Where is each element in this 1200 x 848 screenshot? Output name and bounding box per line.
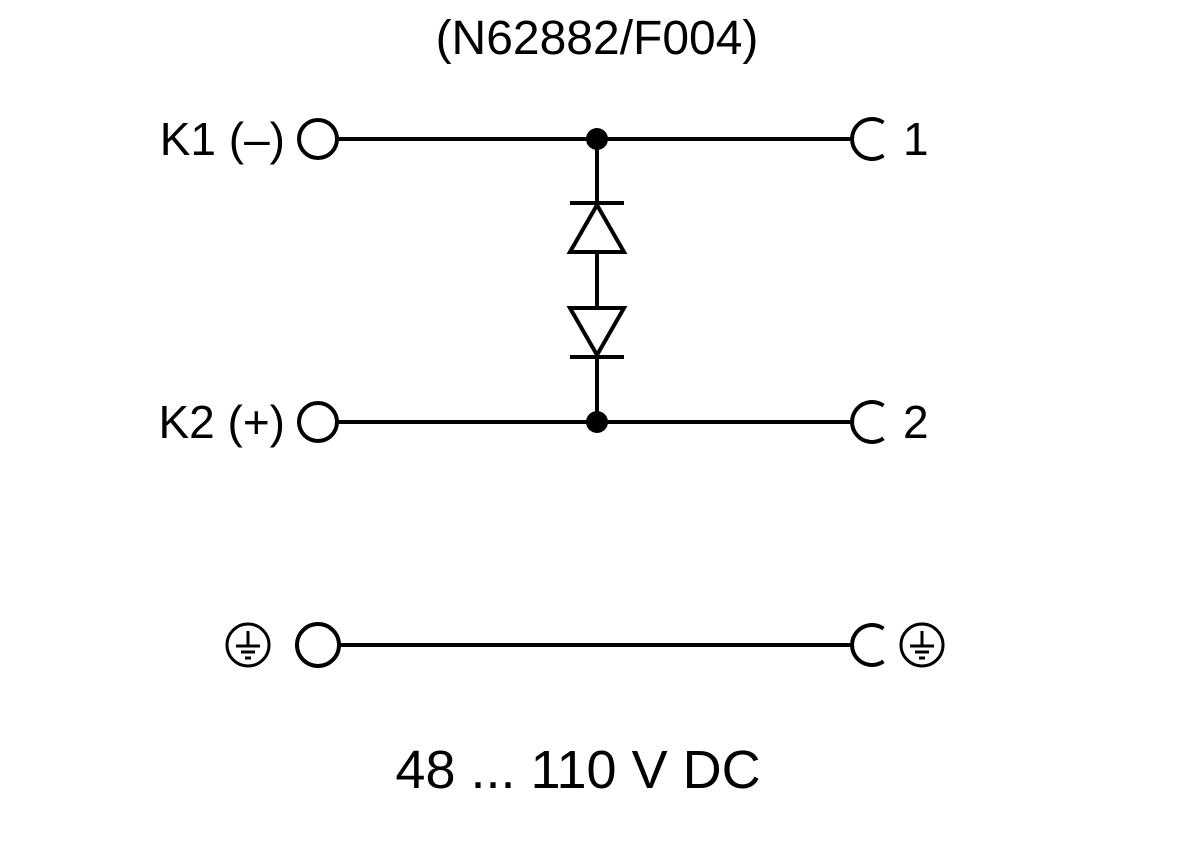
earth-socket-contact-icon	[850, 623, 885, 667]
k2-terminal-label: K2 (+)	[158, 396, 285, 448]
diode-cathode-down-icon	[566, 306, 628, 360]
pin-2-socket-contact-icon	[850, 400, 885, 444]
pin-1-label: 1	[903, 113, 929, 165]
diode-cathode-up-icon	[566, 200, 628, 254]
voltage-range-label: 48 ... 110 V DC	[395, 740, 760, 800]
k2-junction-dot-icon	[586, 411, 608, 433]
pin-2-label: 2	[903, 396, 929, 448]
k1-terminal-label: K1 (–)	[160, 113, 285, 165]
earth-screw-terminal-icon	[295, 622, 341, 668]
earth-symbol-right-icon	[899, 622, 945, 668]
k2-screw-terminal-icon	[297, 401, 339, 443]
diagram-title: (N62882/F004)	[436, 12, 759, 65]
earth-symbol-left-icon	[225, 622, 271, 668]
pin-1-socket-contact-icon	[850, 117, 885, 161]
k1-screw-terminal-icon	[297, 118, 339, 160]
